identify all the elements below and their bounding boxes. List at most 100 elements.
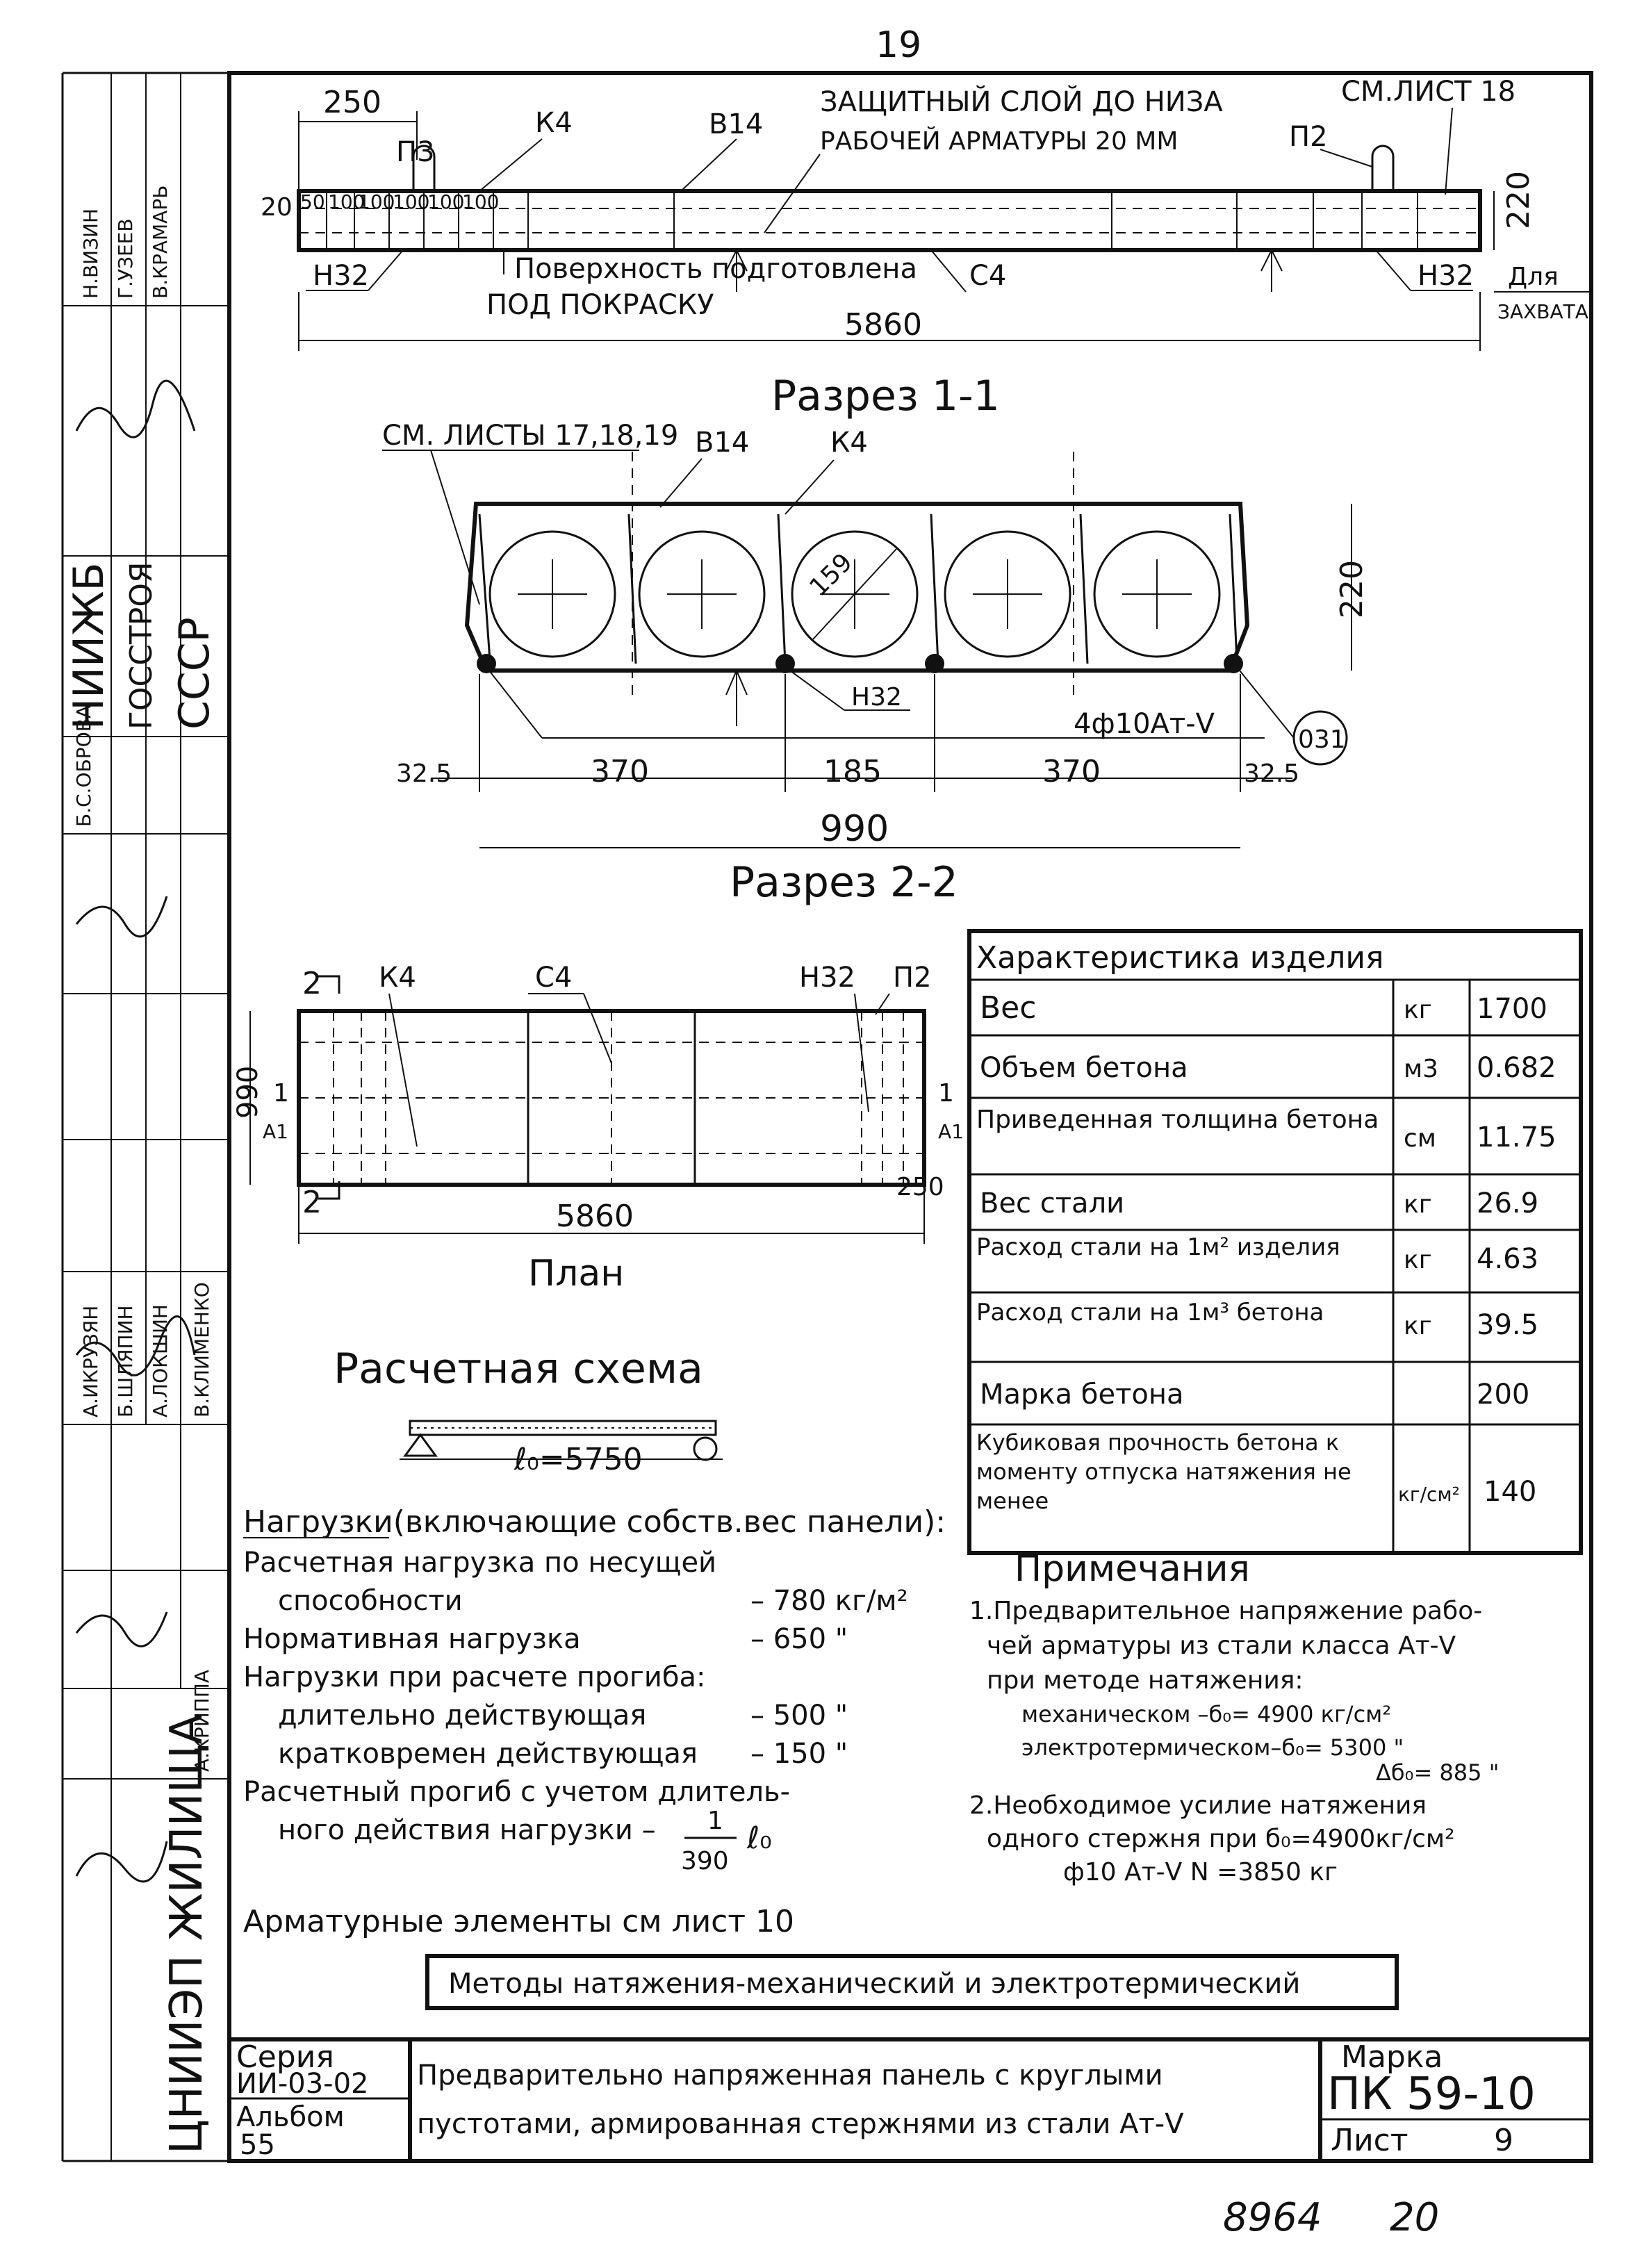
char-row-5-name: Расход стали на 1м² изделия xyxy=(976,1233,1340,1261)
protect-layer-1: ЗАЩИТНЫЙ СЛОЙ ДО НИЗА xyxy=(820,85,1223,118)
char-row-8-name: Кубиковая прочность бетона к моменту отп… xyxy=(976,1429,1352,1514)
load-row-8: ного действия нагрузки – xyxy=(278,1814,656,1846)
char-row-6-unit: кг xyxy=(1404,1312,1432,1340)
load-row-6-value: – 150 " xyxy=(750,1738,848,1770)
load-row-2-label: способности xyxy=(278,1585,463,1617)
char-row-5-unit: кг xyxy=(1404,1246,1432,1274)
mark-2-bottom: 2 xyxy=(302,1185,322,1220)
elevation-view: 250 П3 К4 В14 ЗАЩИТНЫЙ СЛОЙ ДО НИЗА РАБО… xyxy=(261,76,1591,351)
label-c4: С4 xyxy=(969,260,1006,292)
stamp-name-2: Г.УЗЕЕВ xyxy=(114,218,137,299)
char-row-4-value: 26.9 xyxy=(1477,1188,1538,1219)
load-row-5-value: – 500 " xyxy=(750,1700,848,1732)
plan-dim-5860: 5860 xyxy=(556,1199,634,1234)
mark-a1-right: А1 xyxy=(938,1120,964,1143)
char-row-6-name: Расход стали на 1м³ бетона xyxy=(976,1299,1324,1326)
dim-20: 20 xyxy=(261,193,293,222)
page-number: 19 xyxy=(876,24,921,66)
note-line-3: при методе натяжения: xyxy=(987,1666,1304,1695)
sheet-value: 9 xyxy=(1494,2123,1513,2158)
char-row-3-unit: см xyxy=(1404,1124,1436,1153)
char-row-5-value: 4.63 xyxy=(1477,1243,1538,1275)
lifting-loop-left xyxy=(412,145,436,191)
label-v14: В14 xyxy=(709,108,763,140)
load-row-3-label: Нормативная нагрузка xyxy=(243,1623,581,1655)
mark-a1-left: А1 xyxy=(263,1120,288,1143)
char-row-2-name: Объем бетона xyxy=(980,1052,1188,1084)
plan-label-n32: Н32 xyxy=(799,962,855,994)
description-line-2: пустотами, армированная стержнями из ста… xyxy=(417,2108,1184,2140)
dim-990: 990 xyxy=(820,808,889,850)
mark-2-top: 2 xyxy=(302,966,322,1001)
dim-220-top: 220 xyxy=(1501,171,1536,229)
void-2 xyxy=(638,530,766,658)
methods-box xyxy=(425,1954,1399,2010)
armature-note: Арматурные элементы см лист 10 xyxy=(243,1904,794,1939)
section-1-label-v14: В14 xyxy=(695,427,749,459)
signature-1 xyxy=(75,379,196,438)
char-row-7-value: 200 xyxy=(1477,1379,1529,1411)
callout-031-text: 031 xyxy=(1298,725,1346,754)
label-p2: П2 xyxy=(1289,121,1328,153)
char-row-4-name: Вес стали xyxy=(980,1188,1124,1219)
section-1-label-k4: К4 xyxy=(830,427,868,459)
stamp-org-gosstroy: ГОССТРОЯ xyxy=(124,561,159,730)
load-row-1: Расчетная нагрузка по несущей xyxy=(243,1547,716,1579)
sheet-frame xyxy=(227,71,1593,2163)
void-1 xyxy=(488,530,616,658)
panel-elevation xyxy=(297,189,1482,252)
loads-heading: Нагрузки(включающие собств.вес панели): xyxy=(243,1504,946,1540)
char-row-1-name: Вес xyxy=(980,990,1036,1026)
album-label: Альбом xyxy=(236,2101,345,2133)
grip-note-2: ЗАХВАТА xyxy=(1497,300,1588,323)
label-k4: К4 xyxy=(535,107,573,139)
album-value: 55 xyxy=(240,2129,275,2161)
methods-text: Методы натяжения-механический и электрот… xyxy=(448,1968,1300,2000)
stamp-org-ussr: СССР xyxy=(170,617,219,730)
section-1-rebar: 4ф10Ат-V xyxy=(1074,708,1215,740)
load-row-6-label: кратковремен действующая xyxy=(278,1738,698,1770)
see-sheet-18: СМ.ЛИСТ 18 xyxy=(1341,76,1516,108)
bar-2 xyxy=(775,654,795,673)
notes-block: Примечания 1.Предварительное напряжение … xyxy=(969,1548,1499,1887)
side-stamp: Н.ВИЗИН Г.УЗЕЕВ В.КРАМАРЬ НИИЖБ ГОССТРОЯ… xyxy=(63,73,229,2161)
dim-220-section: 220 xyxy=(1334,560,1370,618)
mark-value: ПК 59-10 xyxy=(1327,2069,1536,2120)
plan-dim-990: 990 xyxy=(232,1066,264,1119)
dim-left-50: 50 xyxy=(300,190,325,213)
plan-label-c4: С4 xyxy=(535,962,572,994)
section-1-title: Разрез 1-1 xyxy=(771,372,1000,420)
support-left xyxy=(403,1433,438,1457)
stamp-org-niizhb: НИИЖБ xyxy=(65,562,113,730)
stamp-name-8: А.КРИППА xyxy=(190,1670,213,1772)
dim-left-100-5: 100 xyxy=(462,190,499,213)
load-row-4: Нагрузки при расчете прогиба: xyxy=(243,1661,706,1693)
stamp-name-3: В.КРАМАРЬ xyxy=(149,186,172,299)
section-1-label-n32: Н32 xyxy=(851,683,902,712)
label-p3: П3 xyxy=(396,136,435,168)
title-block: Серия ИИ-03-02 Альбом 55 Предварительно … xyxy=(229,2037,1591,2161)
handwritten-number-1: 8964 xyxy=(1223,2195,1322,2240)
void-5 xyxy=(1093,530,1221,658)
char-row-8-value: 140 xyxy=(1484,1476,1536,1508)
fraction-var: ℓ₀ xyxy=(746,1821,772,1856)
dim-250: 250 xyxy=(323,85,381,120)
dim-185: 185 xyxy=(823,754,882,789)
stamp-name-6: А.ЛОКШИН xyxy=(149,1304,172,1418)
section-2-2: Разрез 2-2 2 2 К4 С4 Н32 П2 990 1 А1 1 А… xyxy=(232,858,964,1295)
calc-scheme: Расчетная схема ℓ₀=5750 xyxy=(334,1345,723,1477)
char-row-3-value: 11.75 xyxy=(1477,1121,1556,1153)
char-row-2-unit: м3 xyxy=(1404,1055,1438,1083)
void-3 xyxy=(791,530,919,658)
handwritten-number-2: 20 xyxy=(1390,2195,1439,2240)
calc-scheme-title: Расчетная схема xyxy=(334,1345,703,1393)
signature-2 xyxy=(75,896,168,938)
series-value: ИИ-03-02 xyxy=(236,2068,369,2100)
section-1-see-sheets: СМ. ЛИСТЫ 17,18,19 xyxy=(382,420,678,452)
load-row-5-label: длительно действующая xyxy=(278,1700,646,1732)
support-right xyxy=(693,1436,718,1461)
note-line-6: Δб₀= 885 " xyxy=(1376,1759,1499,1786)
mark-1-right: 1 xyxy=(938,1079,954,1108)
dim-left-100-4: 100 xyxy=(427,190,464,213)
note-line-7: 2.Необходимое усилие натяжения xyxy=(969,1791,1427,1820)
